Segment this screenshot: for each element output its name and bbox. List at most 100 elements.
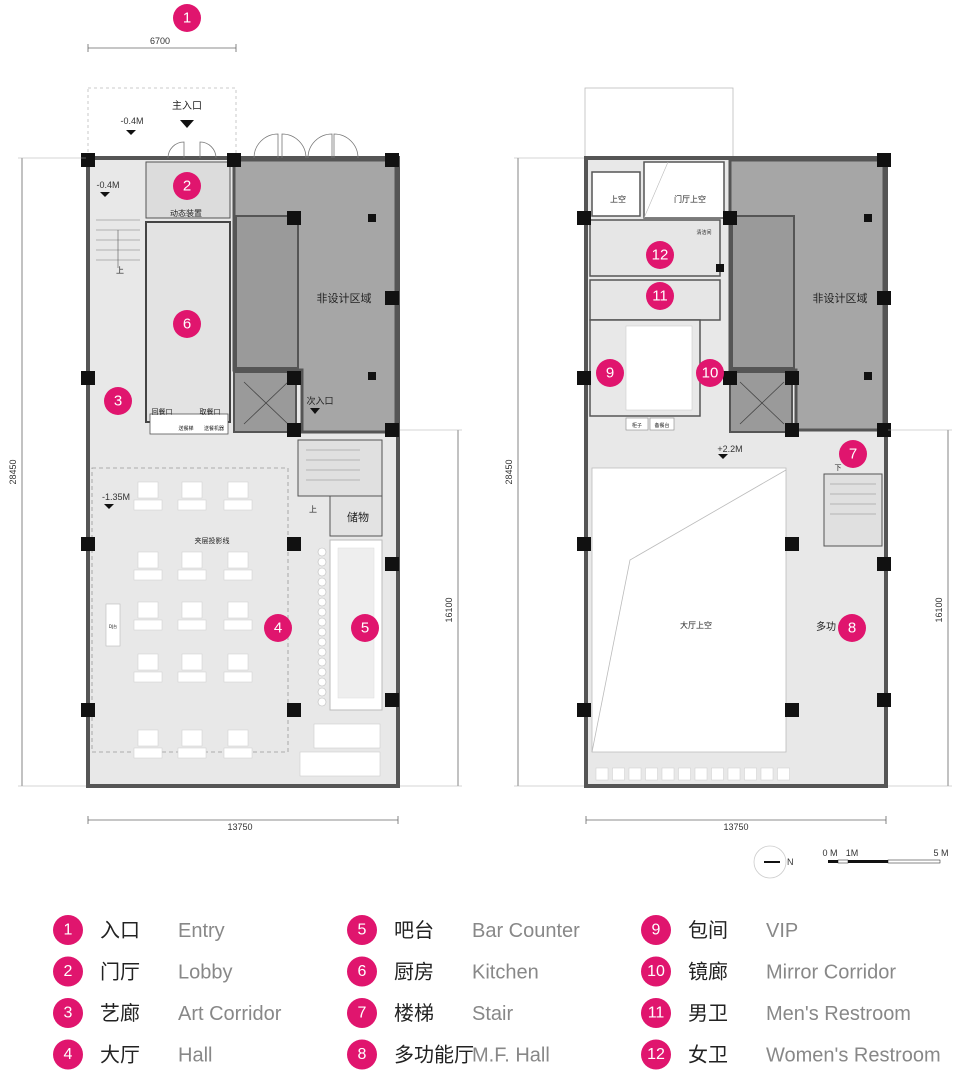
marker-9: 9 [596,359,624,387]
void-label: 上空 [610,194,626,204]
column [785,371,799,385]
column [287,537,301,551]
column [81,703,95,717]
column [716,264,724,272]
legend-cn-label: 男卫 [688,1001,728,1025]
column [227,153,241,167]
seat [727,767,741,781]
seat [678,767,691,781]
column [877,557,891,571]
left-stair: 上 [96,219,140,275]
bar-stool [317,587,327,597]
legend-en-label: Art Corridor [178,1003,282,1025]
scale-bar: 0 M 1M 5 M [822,848,949,864]
storage-label: 储物 [347,510,369,524]
main-entry-label: 主入口 [172,100,202,112]
dish-machine-label: 送餐机器 [204,425,224,432]
bar-stool [317,677,327,687]
column [287,703,301,717]
svg-text:11: 11 [652,288,668,305]
right-stair-up-label: 上 [309,505,317,514]
column [287,211,301,225]
dining-table [181,601,203,619]
level-mark-entry: -0.4M [120,116,143,126]
dining-table [177,747,207,759]
marker-12: 12 [646,241,674,269]
dynamic-device-label: 动态装置 [170,208,202,218]
left-floor-plan: 6700 非设计区域 回餐口 取餐口 送餐梯 送餐机器 动态装置 上 [8,36,462,832]
dining-table [177,619,207,631]
legend-en-label: Lobby [178,962,233,984]
right-bottom-dimension: 13750 [723,822,748,832]
dining-table [223,499,253,511]
level-mark-corridor: -0.4M [96,180,119,190]
prep-counter-label: 备餐台 [654,422,669,429]
dining-table [137,601,159,619]
dining-table [133,499,163,511]
left-right-dimension: 16100 [444,597,454,622]
north-arrow: N [753,845,794,879]
left-top-dimension: 6700 [150,36,170,46]
bar-stool [317,657,327,667]
column [81,371,95,385]
column [368,372,376,380]
mezzanine-label: 夹层投影线 [195,536,230,545]
column [287,371,301,385]
hall-void-label: 大厅上空 [680,620,712,630]
scale-label-0: 0 M [822,848,837,858]
svg-text:6: 6 [358,963,367,980]
svg-text:6: 6 [183,316,191,333]
marker-6: 6 [173,310,201,338]
dining-table [223,671,253,683]
column [385,291,399,305]
dining-table [227,729,249,747]
svg-text:2: 2 [64,963,73,980]
column [785,703,799,717]
seat [612,767,625,781]
dining-table [133,569,163,581]
dining-table [227,481,249,499]
mf-hall-partial-label: 多功 [816,620,836,633]
dj-label: DJ台 [109,623,117,629]
legend-en-label: Men's Restroom [766,1003,911,1025]
dining-table [177,569,207,581]
marker-2: 2 [173,172,201,200]
svg-text:12: 12 [647,1046,665,1063]
marker-7: 7 [839,440,867,468]
legend-en-label: Women's Restroom [766,1045,941,1067]
svg-text:10: 10 [702,365,719,382]
dining-table [177,671,207,683]
bar-stool [317,667,327,677]
bar-stool [317,617,327,627]
legend-cn-label: 厨房 [394,960,434,984]
svg-text:3: 3 [64,1005,73,1022]
bar-stool [317,567,327,577]
dining-table [137,653,159,671]
dining-table [223,747,253,759]
legend-en-label: Entry [178,920,225,942]
north-label: N [787,857,794,867]
marker-1: 1 [173,4,201,32]
legend-cn-label: 镜廊 [688,960,728,984]
seat [645,767,658,781]
marker-4: 4 [264,614,292,642]
marker-3: 3 [104,387,132,415]
column [577,211,591,225]
legend-item: 11 男卫 Men's Restroom [641,998,911,1028]
scale-label-5: 5 M [933,848,948,858]
column [81,153,95,167]
column [864,214,872,222]
legend-cn-label: 楼梯 [394,1001,434,1025]
right-right-dimension: 16100 [934,597,944,622]
right-floor-plan: 大厅上空 非设计区域 上空 门厅上空 清洁间 柜子 备餐台 +2.2M 下 [504,87,952,879]
dining-table [181,551,203,569]
svg-text:11: 11 [648,1005,665,1022]
